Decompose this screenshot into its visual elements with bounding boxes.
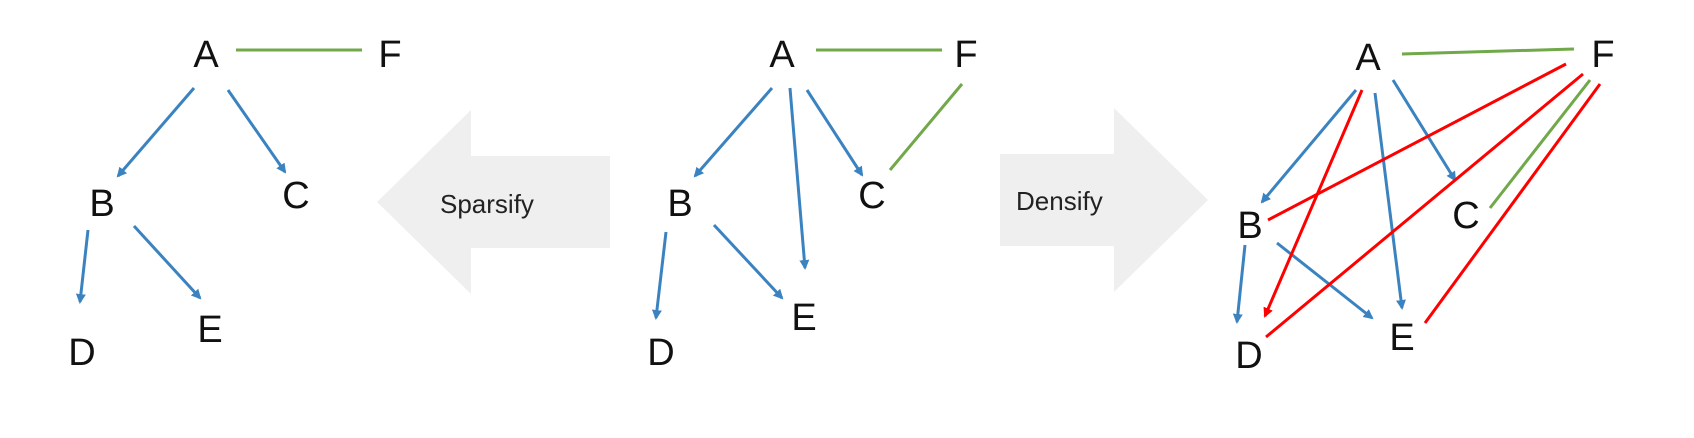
sparse-edge-a-b — [116, 87, 196, 178]
original-edge-b-e — [712, 223, 784, 300]
dense-edge-b-e — [1276, 241, 1374, 320]
original-edge-c-f — [888, 83, 964, 171]
sparse-node-f: F — [378, 34, 401, 76]
original-edge-b-d — [651, 231, 668, 320]
dense-edge-a-f — [1401, 47, 1575, 56]
dense-node-c: C — [1452, 195, 1479, 237]
sparse-graph-nodes: A F B C D E — [68, 34, 401, 374]
dense-edge-a-c — [1391, 79, 1457, 182]
original-node-a: A — [769, 34, 795, 76]
dense-graph-nodes: A F B C D E — [1235, 34, 1614, 377]
dense-graph-edges — [1232, 47, 1602, 339]
dense-node-e: E — [1389, 317, 1414, 359]
sparse-node-e: E — [197, 309, 222, 351]
sparse-node-c: C — [282, 175, 309, 217]
dense-edge-a-e — [1373, 92, 1406, 310]
sparsify-arrow: Sparsify — [377, 110, 610, 294]
densify-arrow-shape — [1000, 108, 1208, 292]
original-node-f: F — [954, 34, 977, 76]
densify-arrow: Densify — [1000, 108, 1208, 292]
original-graph-nodes: A F B C D E — [647, 34, 977, 374]
sparsify-arrow-shape — [377, 110, 610, 294]
sparsify-label: Sparsify — [440, 189, 534, 219]
original-edge-a-c — [805, 89, 864, 177]
original-node-b: B — [667, 183, 692, 225]
original-edge-a-b — [693, 87, 774, 178]
original-graph-edges — [651, 48, 964, 320]
dense-edge-b-f — [1267, 62, 1567, 222]
dense-edge-a-b — [1260, 89, 1358, 204]
sparse-edge-a-c — [226, 89, 287, 174]
dense-edge-b-d — [1232, 244, 1247, 324]
original-node-d: D — [647, 332, 674, 374]
dense-edge-c-f — [1488, 79, 1592, 209]
dense-edge-e-f — [1423, 83, 1602, 324]
sparse-edge-b-d — [75, 229, 90, 304]
dense-node-b: B — [1237, 205, 1262, 247]
sparse-node-d: D — [68, 332, 95, 374]
original-edge-a-e — [788, 87, 810, 270]
dense-node-d: D — [1235, 335, 1262, 377]
sparse-node-b: B — [89, 183, 114, 225]
original-node-e: E — [791, 297, 816, 339]
densify-label: Densify — [1016, 186, 1103, 216]
original-node-c: C — [858, 175, 885, 217]
dense-node-f: F — [1591, 34, 1614, 76]
dense-edge-a-d — [1263, 89, 1364, 318]
sparse-edge-b-e — [132, 224, 202, 300]
sparse-graph-edges — [75, 48, 362, 304]
dense-node-a: A — [1355, 37, 1381, 79]
sparse-node-a: A — [193, 34, 219, 76]
dense-edge-d-f — [1265, 72, 1584, 339]
